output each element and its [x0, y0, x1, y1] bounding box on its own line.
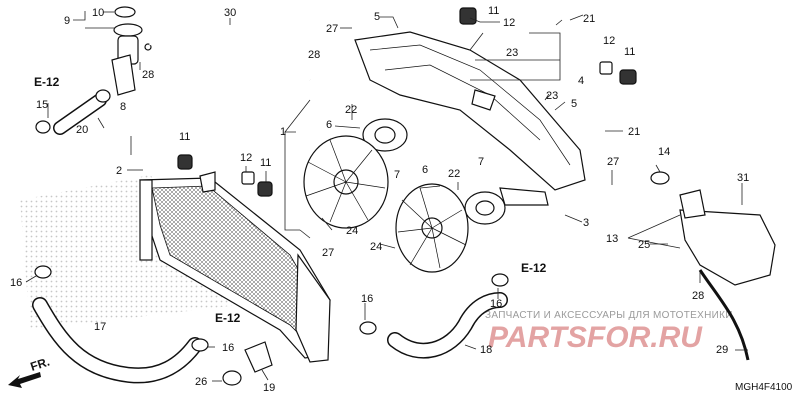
- label-25: 25: [638, 239, 650, 251]
- label-8: 8: [120, 101, 126, 113]
- label-10: 10: [92, 7, 104, 19]
- label-7-a: 7: [394, 169, 400, 181]
- fan-motor-lower: [464, 187, 549, 225]
- label-28-a: 28: [308, 49, 320, 61]
- grommets: [177, 7, 637, 197]
- reserve-tank: [650, 171, 776, 361]
- label-3: 3: [583, 217, 589, 229]
- label-14: 14: [658, 146, 670, 158]
- label-11-d: 11: [260, 157, 271, 169]
- label-22-b: 22: [448, 168, 460, 180]
- label-22-a: 22: [345, 104, 357, 116]
- label-19: 19: [263, 382, 275, 394]
- watermark-brand: PARTSFOR.RU: [488, 321, 703, 354]
- label-18: 18: [480, 344, 492, 356]
- label-1: 1: [280, 126, 286, 138]
- label-13: 13: [606, 233, 618, 245]
- label-12-c: 12: [240, 152, 252, 164]
- label-24-a: 24: [346, 225, 358, 237]
- radiator-assembly: [139, 171, 331, 363]
- label-27-b: 27: [607, 156, 619, 168]
- overflow-hose: [149, 18, 311, 81]
- label-16-c: 16: [490, 298, 502, 310]
- label-11-b: 11: [624, 46, 635, 58]
- hose-17: [32, 297, 203, 384]
- label-6-b: 6: [422, 164, 428, 176]
- ref-e12-middle: E-12: [521, 261, 547, 275]
- ref-e12-lower: E-12: [215, 311, 241, 325]
- fan-lower: [395, 183, 469, 273]
- label-6-a: 6: [326, 119, 332, 131]
- label-5-a: 5: [374, 11, 380, 23]
- ref-e12-upper: E-12: [34, 75, 60, 89]
- leader-lines: [25, 11, 748, 382]
- label-29: 29: [716, 344, 728, 356]
- hose-18: [387, 292, 508, 359]
- hose-20: [35, 89, 111, 135]
- label-27-c: 27: [322, 247, 334, 259]
- label-15: 15: [36, 99, 48, 111]
- label-28-b: 28: [142, 69, 154, 81]
- radiator-cap: [111, 6, 152, 96]
- hose-clamps: [34, 265, 509, 386]
- front-arrow: FR.: [8, 355, 51, 388]
- label-11-c: 11: [179, 131, 190, 143]
- label-12-b: 12: [603, 35, 615, 47]
- part-labels: 10 9 30 27 5 11 12 21 23 12 11 28 28 E-1…: [10, 5, 749, 394]
- label-28-c: 28: [692, 290, 704, 302]
- label-31: 31: [737, 172, 749, 184]
- bracket-19: [244, 341, 273, 373]
- label-30: 30: [224, 7, 236, 19]
- label-16-d: 16: [222, 342, 234, 354]
- label-2: 2: [116, 165, 122, 177]
- label-9: 9: [64, 15, 70, 27]
- label-5-b: 5: [571, 98, 577, 110]
- front-arrow-label: FR.: [29, 355, 52, 374]
- fan-motor-upper: [362, 118, 408, 152]
- fan-upper: [303, 135, 389, 229]
- label-12-a: 12: [503, 17, 515, 29]
- label-21-a: 21: [583, 13, 595, 25]
- label-23-b: 23: [546, 90, 558, 102]
- label-7-b: 7: [478, 156, 484, 168]
- fan-shroud: [354, 31, 586, 191]
- label-17: 17: [94, 321, 106, 333]
- watermark-tagline: ЗАПЧАСТИ И АКСЕССУАРЫ ДЛЯ МОТОТЕХНИКИ: [485, 310, 733, 321]
- label-16-a: 16: [10, 277, 22, 289]
- label-27-a: 27: [326, 23, 338, 35]
- label-11-a: 11: [488, 5, 499, 17]
- label-4: 4: [578, 75, 584, 87]
- label-24-b: 24: [370, 241, 382, 253]
- label-16-b: 16: [361, 293, 373, 305]
- label-26: 26: [195, 376, 207, 388]
- label-21-b: 21: [628, 126, 640, 138]
- diagram-code: MGH4F4100: [735, 382, 793, 393]
- label-23-a: 23: [506, 47, 518, 59]
- label-20: 20: [76, 124, 88, 136]
